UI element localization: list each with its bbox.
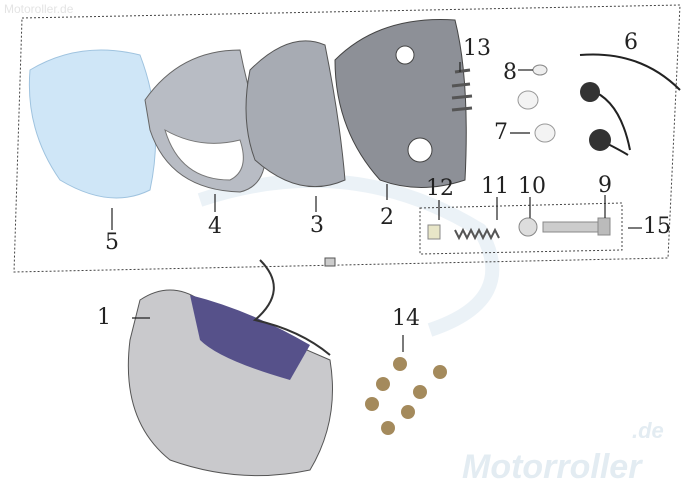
- label-part-11: 11: [481, 174, 509, 199]
- screws-part-14: [365, 357, 447, 435]
- bulb-part-7a: [517, 90, 539, 110]
- lens-cover-part-5: [28, 49, 157, 199]
- watermark-text: Motoroller.de: [4, 2, 74, 16]
- label-part-15: 15: [643, 214, 671, 239]
- watermark-swoosh: [197, 173, 500, 337]
- washer-part-10: [518, 217, 538, 237]
- spring-part-11: [454, 227, 500, 241]
- bolt-part-9: [542, 221, 599, 233]
- bulb-part-8: [532, 64, 548, 76]
- label-part-4: 4: [208, 214, 222, 239]
- label-part-10: 10: [518, 174, 546, 199]
- label-part-3: 3: [310, 213, 324, 238]
- label-part-9: 9: [598, 173, 612, 198]
- svg-text:.de: .de: [632, 418, 664, 443]
- group-box-15: [419, 202, 623, 255]
- bulb-part-7: [534, 123, 556, 143]
- bracket-part-3: [245, 40, 346, 188]
- screws-part-13: [451, 68, 473, 112]
- label-part-7: 7: [494, 120, 508, 145]
- label-part-5: 5: [105, 230, 119, 255]
- label-part-12: 12: [426, 176, 454, 201]
- svg-text:Motorroller: Motorroller: [462, 448, 643, 486]
- label-part-1: 1: [97, 305, 111, 330]
- label-part-14: 14: [392, 306, 420, 331]
- housing-part-2: [334, 19, 467, 188]
- label-part-13: 13: [463, 36, 491, 61]
- watermark-logo: .de Motorroller: [462, 418, 664, 486]
- label-part-8: 8: [503, 60, 517, 85]
- label-part-2: 2: [380, 205, 394, 230]
- label-part-6: 6: [624, 30, 638, 55]
- leader-lines: [111, 62, 642, 352]
- adjuster-part-12: [427, 224, 441, 240]
